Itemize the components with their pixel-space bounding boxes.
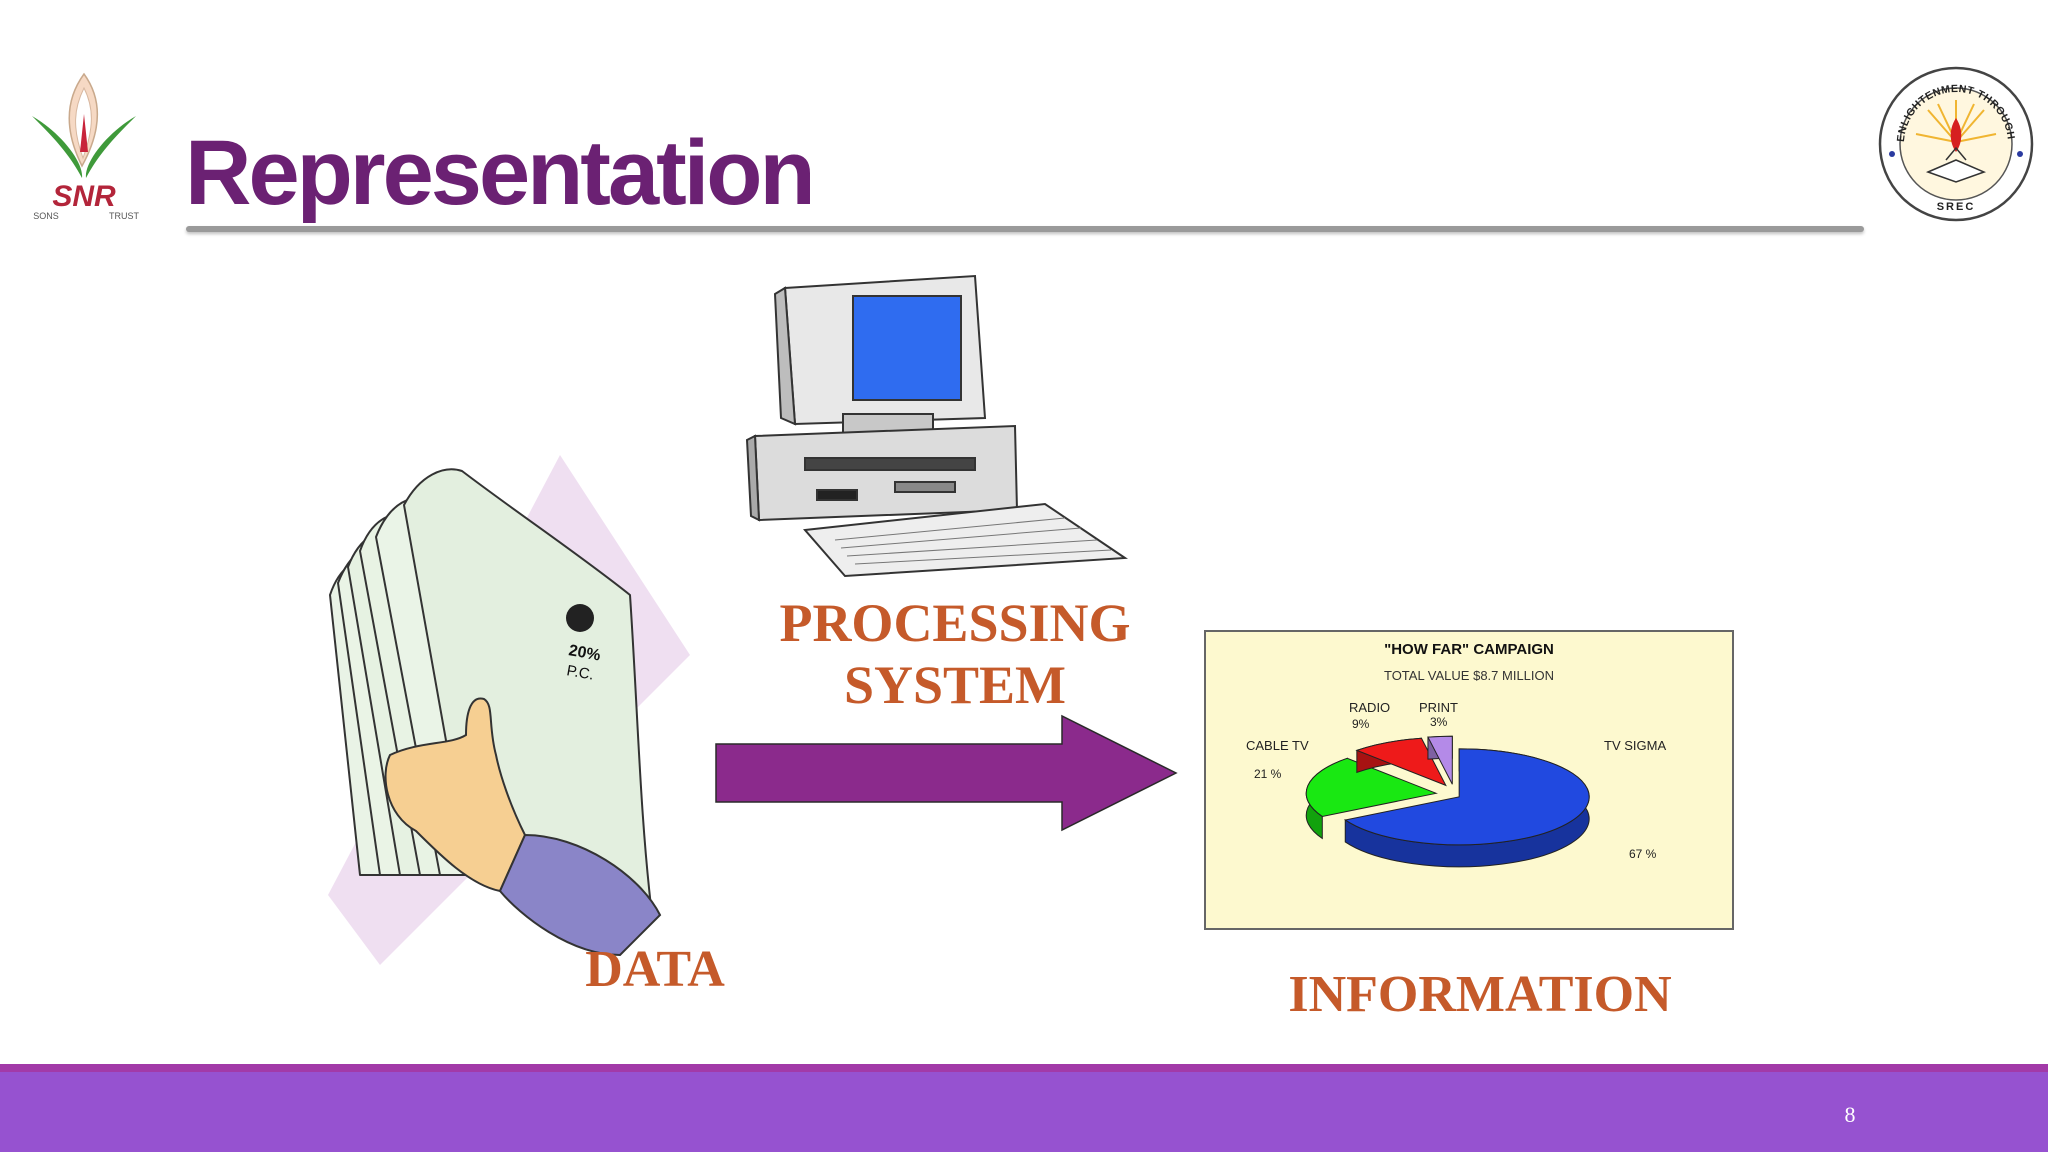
slice-label-radio: RADIO xyxy=(1349,700,1390,715)
processing-system-label: PROCESSING SYSTEM xyxy=(740,592,1170,716)
slice-pct-cable-tv: 21 % xyxy=(1254,767,1282,781)
slice-label-print: PRINT xyxy=(1419,700,1458,715)
slice-pct-radio: 9% xyxy=(1352,717,1370,731)
pie-slices xyxy=(1305,735,1590,868)
srec-seal: ENLIGHTENMENT THROUGH EDUCATION SREC xyxy=(1876,64,2034,222)
slide-title: Representation xyxy=(185,122,816,224)
snr-logo-sons: SONS xyxy=(33,211,59,221)
pie-slice-radio xyxy=(1355,737,1447,787)
information-label: INFORMATION xyxy=(1288,966,1672,1023)
slice-pct-print: 3% xyxy=(1430,715,1448,729)
slice-label-tv-sigma: TV SIGMA xyxy=(1604,738,1666,753)
computer-illustration xyxy=(745,274,1128,578)
pie-slice-cable-tv xyxy=(1305,757,1438,817)
page-number: 8 xyxy=(1844,1102,1856,1127)
chart-title: "HOW FAR" CAMPAIGN xyxy=(1384,641,1554,658)
snr-logo-trust: TRUST xyxy=(109,211,139,221)
paper-note-line1: 20% xyxy=(567,642,601,664)
information-pie-chart: "HOW FAR" CAMPAIGN TOTAL VALUE $8.7 MILL… xyxy=(1204,630,1734,930)
title-underline xyxy=(186,226,1864,232)
footer-accent-line xyxy=(0,1064,2048,1072)
processing-label-line2: SYSTEM xyxy=(843,655,1067,715)
chart-subtitle: TOTAL VALUE $8.7 MILLION xyxy=(1384,668,1554,683)
slice-label-cable-tv: CABLE TV xyxy=(1246,738,1309,753)
pie-slice-tv-sigma xyxy=(1343,748,1590,846)
seal-bottom-text: SREC xyxy=(1937,201,1976,213)
data-label: DATA xyxy=(585,941,725,998)
pie-slice-print xyxy=(1427,735,1453,785)
footer-bar xyxy=(0,1072,2048,1152)
processing-label-line1: PROCESSING xyxy=(779,593,1131,653)
papers-in-hand-illustration: 20% P.C. xyxy=(328,455,690,965)
slice-pct-tv-sigma: 67 % xyxy=(1629,847,1657,861)
snr-logo: SNR SONS TRUST xyxy=(32,72,139,221)
chart-frame xyxy=(1204,630,1734,930)
flow-arrow xyxy=(715,714,1178,832)
snr-logo-text: SNR xyxy=(52,180,116,213)
paper-note-line2: P.C. xyxy=(565,662,595,683)
